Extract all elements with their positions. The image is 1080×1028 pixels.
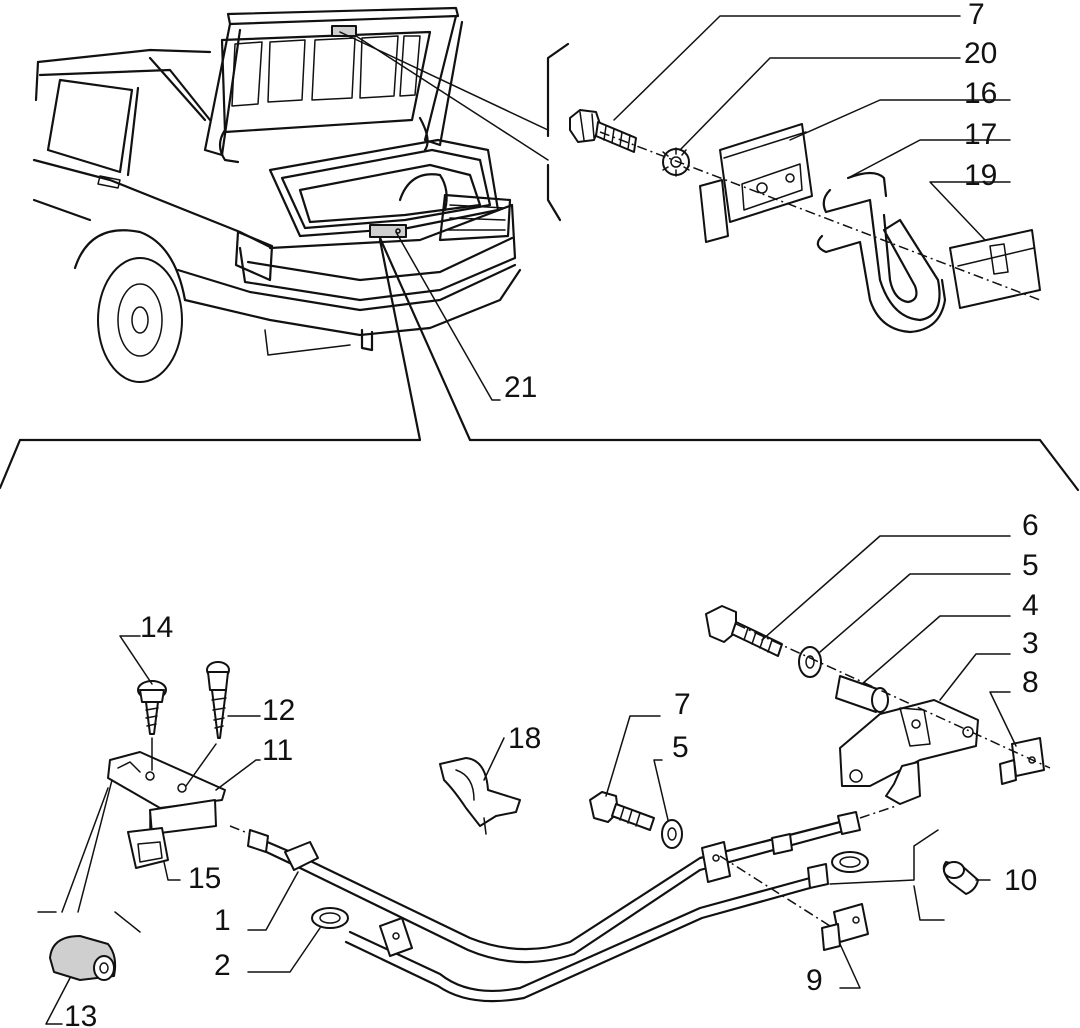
- knob-13: [49, 935, 117, 981]
- label-5-top: 5: [1022, 549, 1039, 582]
- label-5-bottom: 5: [672, 731, 689, 764]
- callout-labels: 7 20 16 17 19 21 6 5 4 3 8 14 12 11 18 7…: [64, 0, 1039, 1028]
- screw-14: [137, 680, 167, 771]
- label-8: 8: [1022, 666, 1039, 699]
- washer-5-top: [798, 646, 822, 678]
- label-19: 19: [964, 159, 997, 192]
- label-3: 3: [1022, 627, 1039, 660]
- label-21: 21: [504, 371, 537, 404]
- bracket-18: [439, 757, 521, 835]
- cable-2: [348, 876, 812, 993]
- label-13: 13: [64, 1000, 97, 1028]
- label-18: 18: [508, 722, 541, 755]
- detail-divider-line: [0, 238, 422, 490]
- leaders-bottom: [45, 535, 1017, 1025]
- cover-19: [949, 229, 1041, 309]
- label-14: 14: [140, 611, 173, 644]
- label-7-top: 7: [968, 0, 985, 31]
- label-11: 11: [262, 734, 293, 767]
- label-20: 20: [964, 37, 997, 70]
- spacer-4: [835, 675, 889, 713]
- label-17: 17: [964, 118, 997, 151]
- label-6: 6: [1022, 509, 1039, 542]
- car-rear-illustration: [32, 6, 549, 383]
- leaders-top: [395, 15, 1011, 401]
- washer-5-bottom: [661, 819, 683, 849]
- striker-17: [816, 171, 947, 334]
- label-1: 1: [214, 904, 231, 937]
- bolt-7-bottom: [589, 791, 655, 831]
- label-12: 12: [262, 694, 295, 727]
- cable-1: [256, 820, 842, 951]
- label-4: 4: [1022, 589, 1039, 622]
- label-16: 16: [964, 77, 997, 110]
- switch-8: [999, 737, 1045, 785]
- toothed-washer-20: [662, 147, 690, 177]
- label-15: 15: [188, 862, 221, 895]
- label-7-bottom: 7: [674, 688, 691, 721]
- bolt-7-top: [569, 109, 637, 153]
- lid-latch-detail: [546, 42, 1041, 334]
- bracket-11: [107, 751, 226, 835]
- knob-callout: [37, 779, 141, 933]
- cable-assembly: [37, 605, 1051, 1003]
- screw-12: [185, 661, 230, 787]
- latch-plate-16: [699, 123, 813, 243]
- label-9: 9: [806, 964, 823, 997]
- bolt-6: [705, 605, 783, 657]
- spacer-10: [942, 861, 979, 895]
- clip-nut-15: [127, 811, 169, 869]
- lever-3: [839, 699, 979, 805]
- switch-9: [821, 903, 869, 951]
- detail-divider-line-right: [378, 236, 1080, 492]
- label-10: 10: [1004, 864, 1037, 897]
- label-2: 2: [214, 949, 231, 982]
